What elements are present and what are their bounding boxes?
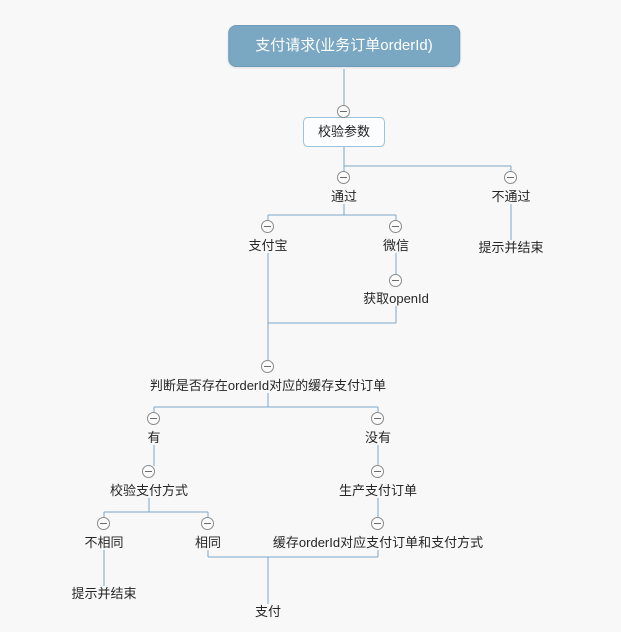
collapse-minus-icon[interactable] (142, 465, 155, 478)
collapse-minus-icon[interactable] (371, 412, 384, 425)
flow-node-n14[interactable]: 相同 (195, 535, 221, 551)
collapse-minus-icon[interactable] (97, 517, 110, 530)
collapse-minus-icon[interactable] (371, 465, 384, 478)
collapse-minus-icon[interactable] (261, 220, 274, 233)
flow-node-label: 支付请求(业务订单orderId) (255, 37, 433, 54)
flow-node-label: 微信 (382, 238, 410, 253)
collapse-minus-icon[interactable] (337, 171, 350, 184)
flow-node-n2[interactable]: 通过 (331, 189, 357, 205)
collapse-minus-icon[interactable] (261, 360, 274, 373)
flow-node-n4[interactable]: 提示并结束 (478, 240, 543, 256)
flow-node-n3[interactable]: 不通过 (491, 189, 530, 205)
flow-node-n1[interactable]: 校验参数 (302, 117, 386, 147)
flow-node-n11[interactable]: 校验支付方式 (110, 483, 188, 499)
flow-node-label: 支付 (254, 604, 282, 619)
flow-node-n0[interactable]: 支付请求(业务订单orderId) (228, 25, 460, 67)
flow-node-label: 校验支付方式 (109, 483, 189, 498)
flow-node-n13[interactable]: 不相同 (84, 535, 123, 551)
flow-node-label: 校验参数 (317, 124, 371, 139)
collapse-minus-icon[interactable] (147, 412, 160, 425)
collapse-minus-icon[interactable] (371, 517, 384, 530)
flow-node-n9[interactable]: 有 (147, 430, 160, 446)
flow-node-label: 提示并结束 (478, 240, 544, 255)
flow-node-label: 相同 (194, 535, 222, 550)
flow-node-label: 有 (147, 430, 161, 445)
flow-node-n5[interactable]: 支付宝 (248, 238, 287, 254)
flow-node-label: 没有 (364, 430, 392, 445)
flow-node-label: 缓存orderId对应支付订单和支付方式 (272, 535, 484, 550)
flow-node-label: 不通过 (491, 189, 531, 204)
flow-node-n12[interactable]: 生产支付订单 (339, 483, 417, 499)
flow-node-label: 不相同 (84, 535, 124, 550)
flow-node-label: 通过 (330, 189, 358, 204)
collapse-minus-icon[interactable] (337, 105, 350, 118)
flow-node-n6[interactable]: 微信 (383, 238, 409, 254)
flow-node-n8[interactable]: 判断是否存在orderId对应的缓存支付订单 (150, 378, 386, 394)
flow-node-n17[interactable]: 支付 (255, 604, 281, 620)
flow-node-n16[interactable]: 提示并结束 (71, 586, 136, 602)
flow-node-n7[interactable]: 获取openId (363, 291, 429, 307)
flow-node-n10[interactable]: 没有 (365, 430, 391, 446)
flow-node-label: 获取openId (363, 291, 429, 306)
flow-node-label: 提示并结束 (71, 586, 137, 601)
flow-node-label: 支付宝 (248, 238, 288, 253)
collapse-minus-icon[interactable] (389, 274, 402, 287)
collapse-minus-icon[interactable] (389, 220, 402, 233)
flow-node-label: 生产支付订单 (338, 483, 418, 498)
flow-node-n15[interactable]: 缓存orderId对应支付订单和支付方式 (273, 535, 483, 551)
collapse-minus-icon[interactable] (201, 517, 214, 530)
collapse-minus-icon[interactable] (504, 171, 517, 184)
flow-node-label: 判断是否存在orderId对应的缓存支付订单 (149, 378, 387, 393)
